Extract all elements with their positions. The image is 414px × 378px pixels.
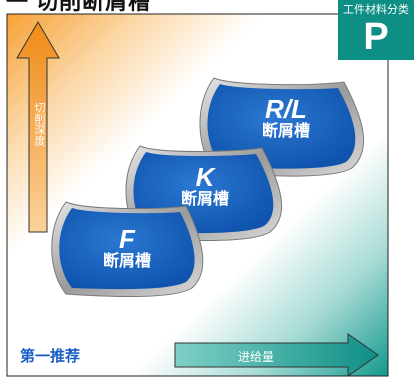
chipbreaker-grade: F [119,224,135,254]
workpiece-material-badge: 工件材料分类 P [338,0,414,60]
chipbreaker-rl: R/L 断屑槽 [226,96,346,142]
chip-shape-f [51,201,204,297]
chipbreaker-grade: R/L [265,94,307,124]
chipbreaker-name: 断屑槽 [261,123,310,140]
chipbreaker-grade: K [195,162,215,192]
feed-arrow [174,333,379,377]
first-recommendation-label: 第一推荐 [20,348,81,365]
badge-letter: P [363,16,389,58]
page-title: 一 切削断屑槽 [6,0,152,14]
chip-shape-rl [199,77,364,177]
depth-arrow [16,21,60,233]
badge-label: 工件材料分类 [343,4,409,16]
chipbreaker-k: K 断屑槽 [150,164,260,210]
chipbreaker-name: 断屑槽 [180,191,229,208]
chipbreaker-f: F 断屑槽 [72,226,182,272]
depth-axis-label: 切削深度 [33,102,45,146]
chipbreaker-name: 断屑槽 [102,253,151,270]
feed-axis-label: 进给量 [238,350,275,364]
